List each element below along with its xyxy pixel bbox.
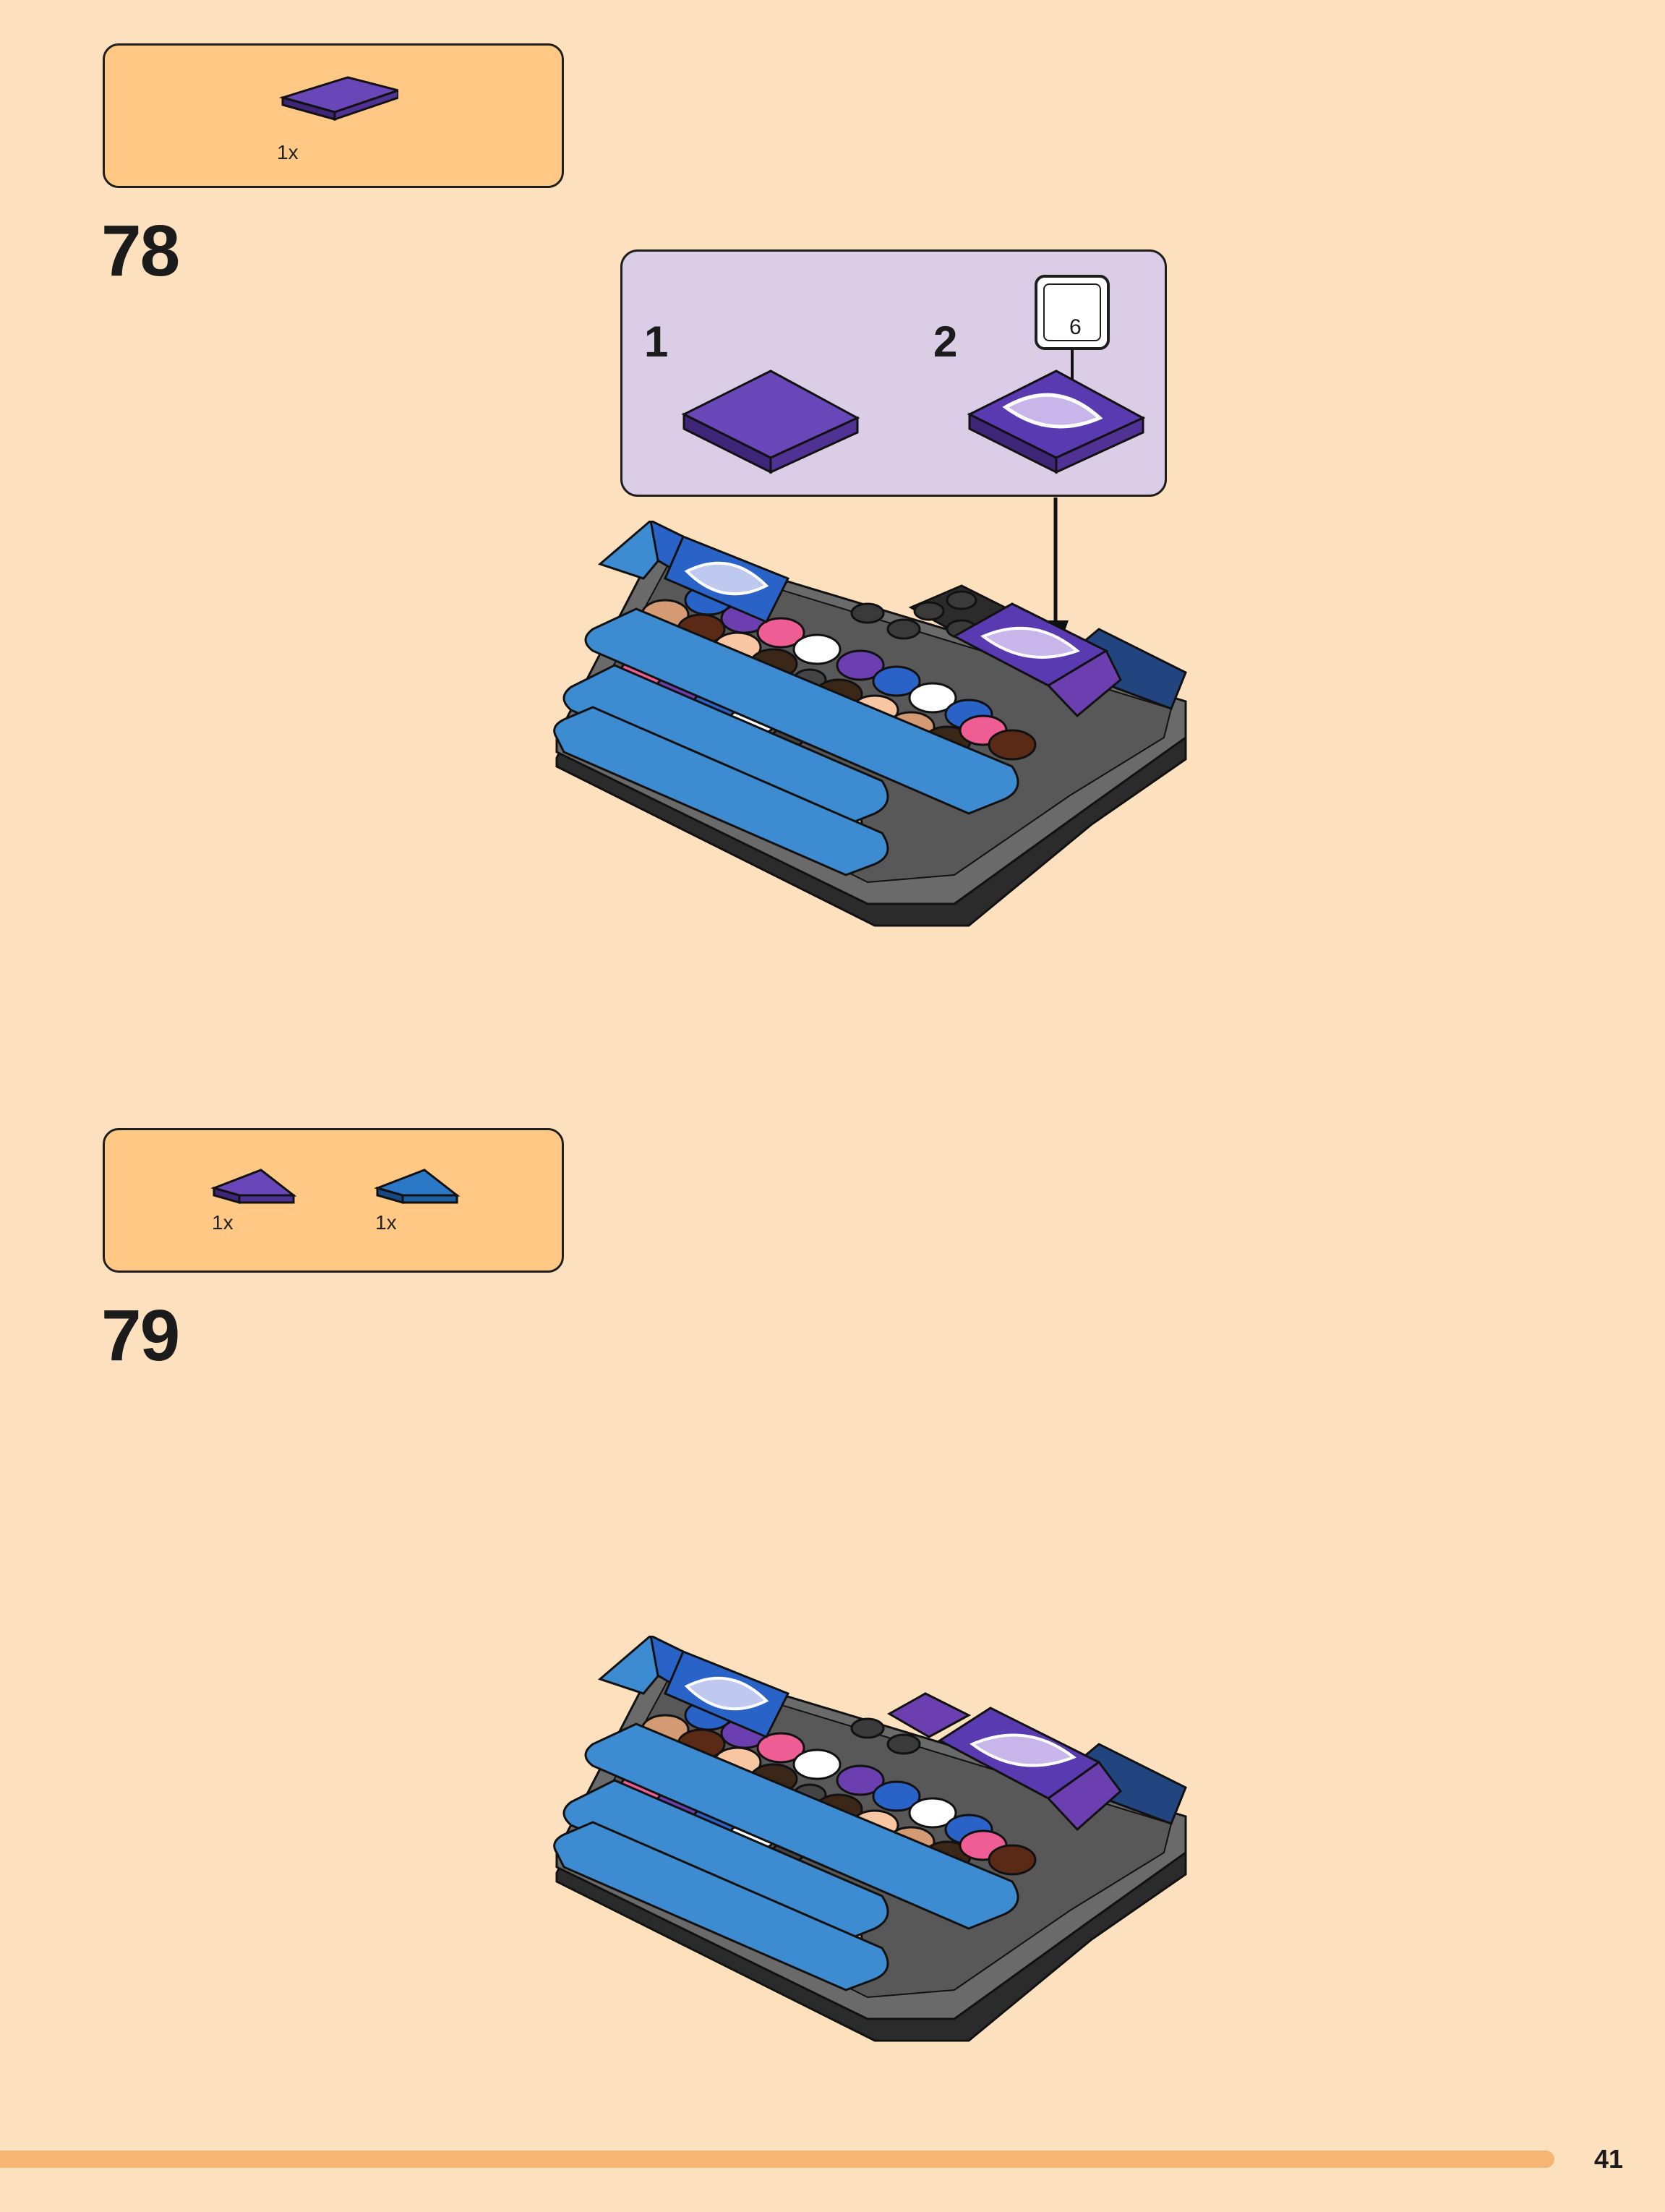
sub-assembly-callout: 1 2 6: [620, 249, 1167, 497]
purple-wedge-tile-part-icon: [210, 1169, 297, 1204]
purple-tile-icon: [681, 370, 860, 474]
sub-step-number-1: 1: [644, 317, 669, 366]
purple-tile-part-icon: [278, 76, 398, 121]
step-number-78: 78: [101, 210, 180, 291]
parts-list-box-79: 1x 1x: [103, 1128, 564, 1273]
sticker-reference-tag: 6: [1035, 275, 1110, 350]
step-number-79: 79: [101, 1295, 180, 1376]
part-quantity: 1x: [212, 1211, 234, 1234]
footer-bar: [0, 2151, 1554, 2168]
stickered-tile-icon: [967, 349, 1146, 474]
step-78-model-illustration: [552, 521, 1187, 927]
parts-list-box-78: 1x: [103, 43, 564, 188]
page-number: 41: [1594, 2144, 1624, 2174]
part-quantity: 1x: [277, 141, 299, 163]
part-quantity: 1x: [375, 1211, 397, 1234]
step-79-model-illustration: [552, 1636, 1187, 2042]
sticker-number: 6: [1069, 315, 1082, 339]
sub-step-number-2: 2: [933, 317, 958, 366]
blue-wedge-tile-part-icon: [374, 1169, 461, 1204]
sticker-icon: [1043, 283, 1101, 341]
